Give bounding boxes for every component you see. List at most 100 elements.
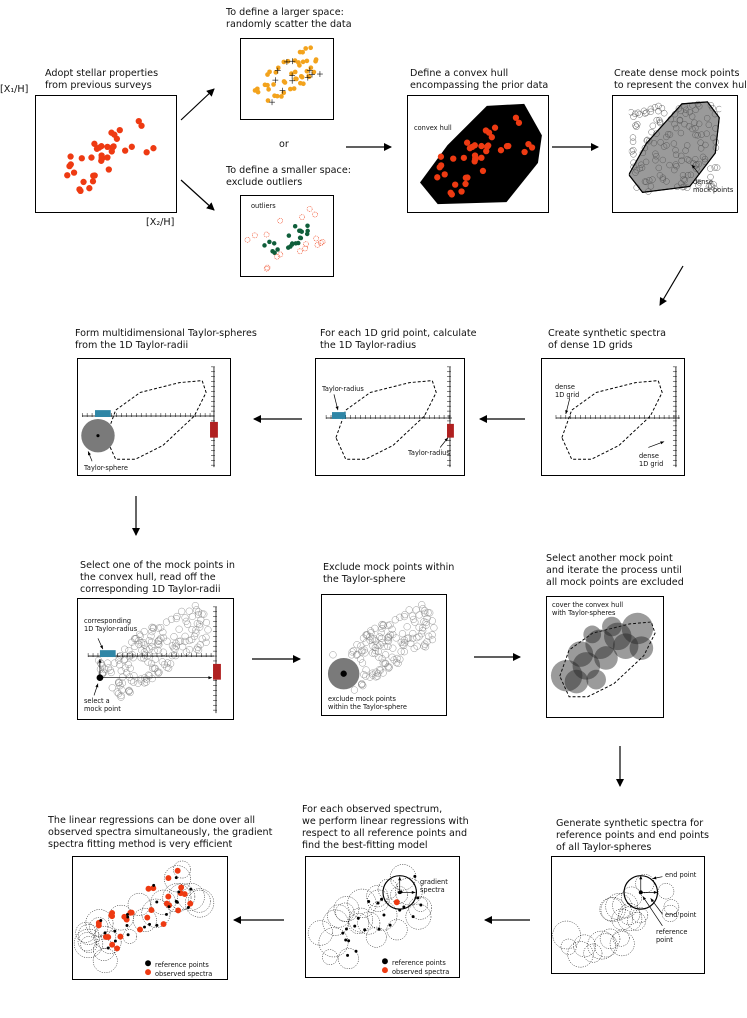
mock-point <box>692 106 699 114</box>
mock-point-hollow <box>143 675 151 683</box>
mock-point <box>652 150 659 157</box>
prior-data-point <box>525 141 532 148</box>
taylor-radius-label-2: Taylor-radius <box>408 449 450 457</box>
inlier-point <box>288 244 293 249</box>
mock-point-hollow <box>415 623 423 631</box>
mock-point-hollow <box>194 611 203 619</box>
mock-point-hollow <box>140 627 148 636</box>
scattered-point <box>267 69 272 75</box>
prior-data-point <box>150 145 157 152</box>
taylor-radius-label-1: Taylor-radius <box>322 385 364 393</box>
observed-spectrum <box>105 934 112 941</box>
taylor-sphere-outline <box>635 874 655 894</box>
mock-point-hollow <box>361 649 369 657</box>
prior-data-point <box>479 167 487 175</box>
scattered-point <box>287 86 293 92</box>
arrow-to-outliers <box>180 179 215 211</box>
mock-point <box>678 180 685 187</box>
mock-point-hollow <box>396 613 404 621</box>
mock-point-hollow <box>415 633 423 641</box>
prior-data-point <box>138 122 145 129</box>
mock-point-hollow <box>413 634 421 642</box>
y-axis-label: [X₁/H] <box>0 84 29 95</box>
mock-point <box>649 176 656 183</box>
taylor-sphere-plot <box>81 366 218 468</box>
mock-point <box>684 142 691 149</box>
observed-spectrum <box>160 921 167 928</box>
step3-caption: Define a convex hull encompassing the pr… <box>410 68 549 91</box>
taylor-sphere-outline <box>573 934 596 958</box>
mock-point-hollow <box>204 626 212 634</box>
grid-pointer-head <box>565 410 569 415</box>
mock-point-hollow <box>369 671 377 679</box>
prior-data-point <box>88 154 95 161</box>
taylor-sphere-outline <box>338 948 359 969</box>
ref-label-pointer-head <box>642 896 647 901</box>
inlier-point <box>299 229 304 234</box>
hull-outline <box>335 380 437 460</box>
panel-gradient-spectra: gradient spectra reference points observ… <box>305 856 460 978</box>
mock-point-hollow <box>362 631 370 639</box>
reference-point <box>125 923 129 927</box>
mock-point-hollow <box>202 633 210 641</box>
mock-point-hollow <box>123 669 131 677</box>
mock-point <box>672 124 680 132</box>
mock-point <box>629 138 637 145</box>
mock-point-hollow <box>360 671 368 679</box>
mock-point-hollow <box>367 629 375 637</box>
mock-point <box>673 183 681 190</box>
mock-point <box>672 151 680 158</box>
covering-sphere <box>585 629 615 659</box>
mock-point-hollow <box>412 606 420 614</box>
mock-point <box>701 155 709 163</box>
reference-point <box>363 928 367 932</box>
mock-point-hollow <box>192 606 200 614</box>
inlier-point <box>286 233 292 238</box>
step7-caption: Form multidimensional Taylor-spheres fro… <box>75 328 257 351</box>
mock-point-hollow <box>396 655 404 663</box>
mock-point-hollow <box>193 645 201 653</box>
step6-caption: For each 1D grid point, calculate the 1D… <box>320 328 477 351</box>
mock-point-hollow <box>96 665 104 673</box>
taylor-sphere-outline <box>583 943 603 963</box>
mock-point-hollow <box>419 605 427 613</box>
mock-point-hollow <box>371 624 379 632</box>
prior-data-point <box>86 185 93 192</box>
mock-point-hollow <box>374 669 382 677</box>
mock-point-hollow <box>403 623 411 631</box>
mock-point-hollow <box>172 614 180 623</box>
mock-point <box>650 139 658 147</box>
mock-point <box>636 111 643 118</box>
prior-data-point <box>515 119 523 126</box>
scattered-point <box>292 58 298 63</box>
taylor-sphere-outline <box>335 902 355 922</box>
mock-hull-outline <box>628 101 720 193</box>
mock-point-hollow <box>409 615 418 623</box>
mock-point-hollow <box>154 646 162 654</box>
reference-point <box>377 927 381 931</box>
covering-sphere <box>586 669 606 690</box>
step12-caption: For each observed spectrum, we perform l… <box>302 804 469 851</box>
reference-point <box>174 876 178 880</box>
reference-point <box>186 906 190 909</box>
mock-point-hollow <box>157 634 165 642</box>
end-point-arrow-head <box>639 875 643 880</box>
mock-point <box>677 107 685 115</box>
mock-point <box>682 147 689 154</box>
reference-point <box>126 913 129 916</box>
prior-data-point <box>135 118 142 125</box>
mock-point <box>681 120 688 128</box>
outlier-point <box>297 248 303 255</box>
taylor-sphere-outline <box>327 904 351 928</box>
scattered-point <box>313 57 319 62</box>
taylor-radius-plot <box>325 366 454 468</box>
mock-point <box>682 106 690 113</box>
mock-point-hollow <box>188 626 196 634</box>
mock-point <box>659 174 667 181</box>
covering-sphere <box>583 625 602 644</box>
mock-point-hollow <box>196 623 204 631</box>
mock-point <box>703 130 710 137</box>
step5-caption: Create synthetic spectra of dense 1D gri… <box>548 328 667 351</box>
mock-point-hollow <box>398 630 407 638</box>
mock-point <box>642 158 650 166</box>
